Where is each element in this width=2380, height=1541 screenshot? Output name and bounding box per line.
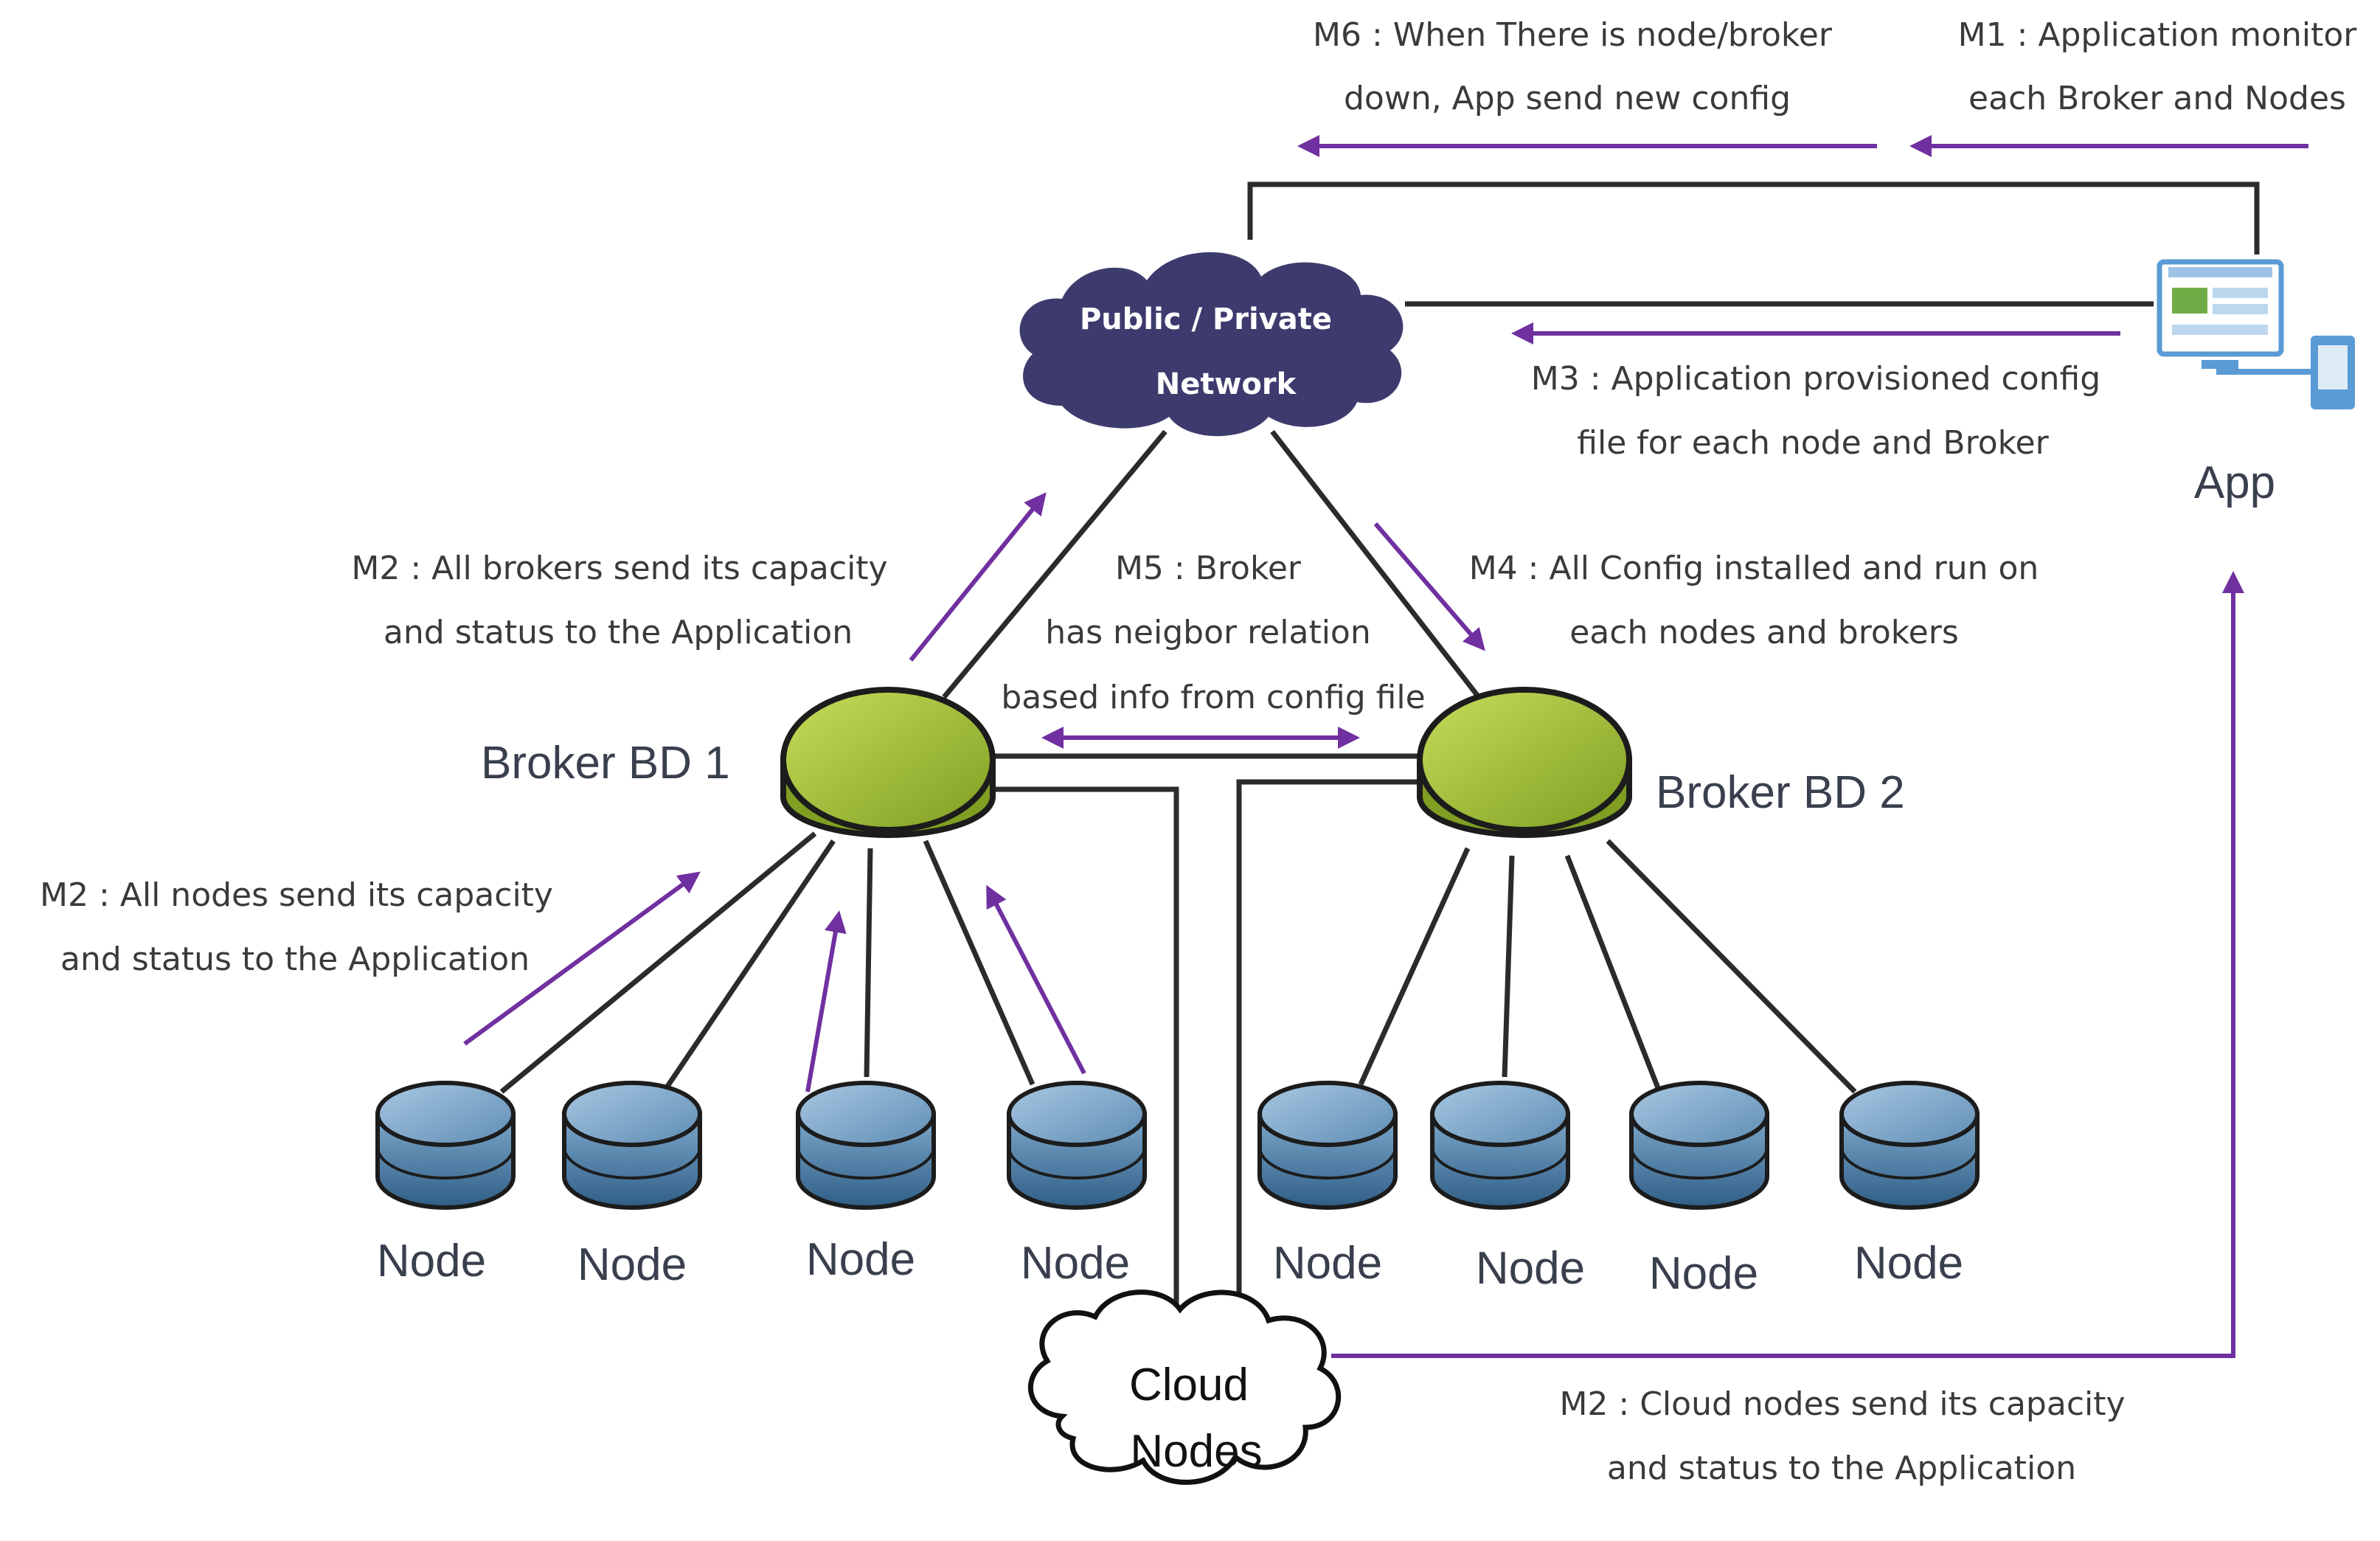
m2-nodes-arrow-3 — [986, 884, 1086, 1075]
m4-annotation: M4 : All Config installed and run on eac… — [1469, 550, 2039, 651]
node-6: Node — [1430, 1081, 1585, 1294]
m2-brokers-arrow — [909, 492, 1047, 662]
node-8: Node — [1839, 1081, 1980, 1289]
m5-line1: M5 : Broker — [1115, 550, 1302, 587]
m3-annotation: M3 : Application provisioned config file… — [1531, 360, 2100, 462]
network-label-line1: Public / Private — [1080, 302, 1332, 336]
m6-line2: down, App send new config — [1344, 80, 1791, 117]
m2-nodes-arrow-2 — [805, 910, 847, 1092]
node-3-label: Node — [806, 1234, 915, 1285]
m2-nodes-line1: M2 : All nodes send its capacity — [40, 876, 553, 914]
node-2-label: Node — [577, 1239, 687, 1290]
broker-bd1-label: Broker BD 1 — [481, 738, 730, 789]
m2-brokers-line1: M2 : All brokers send its capacity — [351, 550, 887, 587]
m1-line2: each Broker and Nodes — [1968, 80, 2346, 117]
m4-arrow — [1373, 522, 1485, 651]
broker-bd1-top — [780, 687, 996, 833]
broker1-cloud-link — [988, 786, 1179, 1335]
m5-line3: based info from config file — [1001, 679, 1425, 716]
node-2: Node — [562, 1081, 702, 1290]
node-7-label: Node — [1649, 1248, 1758, 1299]
node-4: Node — [1007, 1081, 1147, 1289]
broker2-cloud-link — [1236, 779, 1420, 1335]
node-4-label: Node — [1021, 1238, 1130, 1289]
app-network-link-top — [1247, 181, 2260, 254]
m2-brokers-annotation: M2 : All brokers send its capacity and s… — [351, 550, 887, 651]
network-broker1-link — [942, 429, 1168, 699]
m3-line2: file for each node and Broker — [1577, 424, 2049, 462]
network-cloud-shape — [1019, 252, 1404, 437]
m6-annotation: M6 : When There is node/broker down, App… — [1313, 16, 1833, 117]
network-broker2-link — [1270, 429, 1481, 699]
m1-annotation: M1 : Application monitor each Broker and… — [1958, 16, 2358, 117]
cloud-nodes-label-line2: Nodes — [1130, 1426, 1262, 1477]
broker1-node2-link — [662, 839, 836, 1093]
m2-nodes-annotation: M2 : All nodes send its capacity and sta… — [40, 876, 553, 978]
message-arrows — [463, 135, 2308, 1358]
cloud-nodes-shape — [1027, 1289, 1342, 1485]
broker2-node8-link — [1606, 839, 1857, 1094]
nodes: Node Node Node Node Node — [375, 1081, 1980, 1299]
broker2-node7-link — [1564, 854, 1662, 1093]
node-5: Node — [1257, 1081, 1398, 1289]
node-1-label: Node — [377, 1236, 486, 1287]
app-label: App — [2194, 457, 2275, 508]
cloud-nodes: Cloud Nodes — [1027, 1289, 1342, 1485]
node-8-label: Node — [1854, 1238, 1963, 1289]
m5-line2: has neigbor relation — [1045, 614, 1370, 651]
network-label-line2: Network — [1156, 367, 1297, 401]
node-7: Node — [1629, 1081, 1769, 1299]
m2-brokers-line2: and status to the Application — [384, 614, 853, 651]
app-icon: App — [2157, 259, 2355, 508]
node-6-label: Node — [1476, 1243, 1585, 1294]
broker1-node1-link — [499, 831, 817, 1094]
broker-bd1: Broker BD 1 — [481, 687, 996, 838]
broker2-node5-link — [1358, 847, 1471, 1086]
broker1-node3-link — [864, 848, 873, 1078]
m2-cloud-arrow — [1331, 571, 2244, 1358]
broker-bd2-top — [1417, 687, 1632, 833]
m2-nodes-arrow-1 — [463, 871, 701, 1046]
node-3: Node — [796, 1081, 936, 1285]
broker-bd2-label: Broker BD 2 — [1656, 767, 1905, 818]
node-1: Node — [375, 1081, 516, 1287]
broker-bd2: Broker BD 2 — [1417, 687, 1905, 838]
message-annotations: M1 : Application monitor each Broker and… — [40, 16, 2357, 1487]
broker1-node4-link — [923, 839, 1035, 1086]
cloud-nodes-label-line1: Cloud — [1129, 1360, 1249, 1410]
m1-line1: M1 : Application monitor — [1958, 16, 2358, 54]
m4-line2: each nodes and brokers — [1569, 614, 1959, 651]
m3-line1: M3 : Application provisioned config — [1531, 360, 2100, 398]
m2-cloud-line1: M2 : Cloud nodes send its capacity — [1559, 1385, 2125, 1423]
network-cloud: Public / Private Network — [1019, 252, 1404, 437]
m6-line1: M6 : When There is node/broker — [1313, 16, 1833, 54]
m4-line1: M4 : All Config installed and run on — [1469, 550, 2039, 587]
node-5-label: Node — [1273, 1238, 1382, 1289]
m2-nodes-line2: and status to the Application — [60, 941, 530, 978]
broker2-node6-link — [1502, 855, 1515, 1078]
m5-annotation: M5 : Broker has neigbor relation based i… — [1001, 550, 1425, 716]
m2-cloud-annotation: M2 : Cloud nodes send its capacity and s… — [1559, 1385, 2125, 1487]
connection-lines — [499, 181, 2260, 1335]
m2-cloud-line2: and status to the Application — [1607, 1450, 2076, 1487]
